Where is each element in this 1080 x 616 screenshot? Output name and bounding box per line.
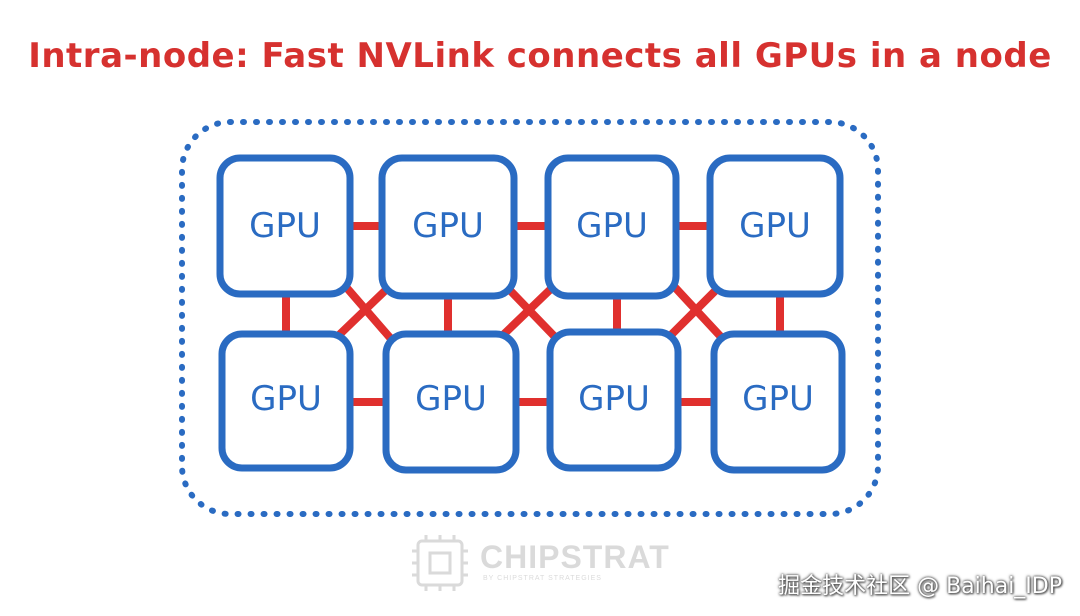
chip-icon — [412, 535, 468, 591]
chipstrat-logo: CHIPSTRAT BY CHIPSTRAT STRATEGIES — [408, 533, 678, 593]
diagram-title: Intra-node: Fast NVLink connects all GPU… — [28, 36, 1052, 76]
gpu-box-top-4 — [706, 154, 844, 298]
gpu-boxes — [216, 154, 846, 474]
gpu-box-top-3 — [544, 154, 680, 300]
nvlink-links — [282, 222, 784, 406]
logo-tagline: BY CHIPSTRAT STRATEGIES — [483, 575, 602, 582]
gpu-label-top-1: GPU — [249, 206, 321, 246]
nvlink-cross-3b — [666, 280, 726, 340]
nvlink-cross-2b — [498, 280, 560, 340]
gpu-box-bottom-1 — [218, 330, 354, 472]
gpu-label-top-2: GPU — [412, 206, 484, 246]
gpu-box-bottom-4 — [710, 330, 846, 474]
gpu-label-top-3: GPU — [576, 206, 648, 246]
source-watermark: 掘金技术社区 @ Baihai_IDP — [778, 574, 1062, 599]
gpu-box-top-1 — [216, 154, 354, 298]
gpu-label-top-4: GPU — [739, 206, 811, 246]
node-boundary — [179, 119, 881, 517]
logo-wordmark: CHIPSTRAT — [480, 539, 670, 575]
gpu-box-bottom-3 — [546, 328, 682, 472]
gpu-label-bottom-4: GPU — [742, 379, 814, 419]
gpu-label-bottom-1: GPU — [250, 379, 322, 419]
gpu-box-bottom-2 — [382, 330, 520, 474]
gpu-box-top-2 — [378, 154, 518, 300]
gpu-label-bottom-2: GPU — [415, 379, 487, 419]
nvlink-cross-1b — [334, 280, 396, 340]
gpu-label-bottom-3: GPU — [578, 379, 650, 419]
